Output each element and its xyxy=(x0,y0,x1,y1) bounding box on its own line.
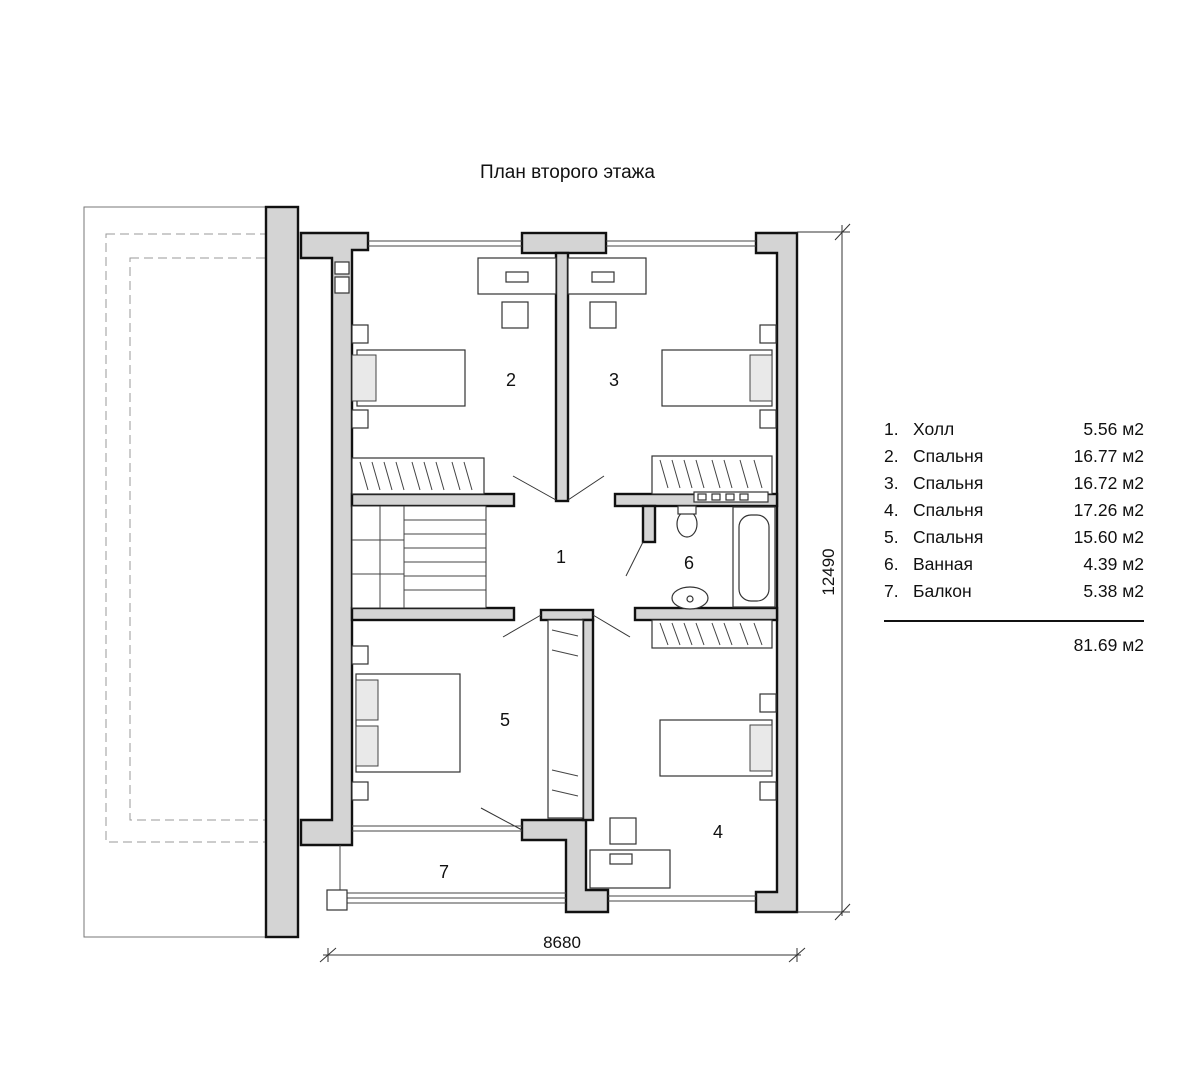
partition-bath-bottom xyxy=(633,606,779,622)
ventilation-shaft-2 xyxy=(334,276,350,294)
door-swings xyxy=(480,475,644,831)
exterior-wall-right xyxy=(754,231,799,914)
room-label-6: 6 xyxy=(684,553,694,573)
balcony xyxy=(326,845,566,911)
wardrobe-room-2 xyxy=(351,457,485,495)
room-label-7: 7 xyxy=(439,862,449,882)
partition-stair-top xyxy=(350,492,516,508)
room-label-3: 3 xyxy=(609,370,619,390)
schedule-row: 7. Балкон 5.38 м2 xyxy=(884,581,1144,601)
schedule-row: 2. Спальня 16.77 м2 xyxy=(884,446,1144,466)
room-label-1: 1 xyxy=(556,547,566,567)
schedule-row: 5. Спальня 15.60 м2 xyxy=(884,527,1144,547)
schedule-total-rule xyxy=(884,620,1144,622)
partition-bath-left xyxy=(641,504,657,544)
dimension-width-label: 8680 xyxy=(543,933,581,952)
staircase xyxy=(351,505,487,609)
toilet xyxy=(676,510,698,538)
roof-dashed-inner xyxy=(129,257,271,821)
partition-5-4 xyxy=(581,618,595,822)
roof-dashed-outline xyxy=(105,233,271,843)
dimension-height-label: 12490 xyxy=(819,548,838,595)
gable-wall-left xyxy=(264,205,300,939)
exterior-wall-top-middle xyxy=(520,231,608,255)
desk-room-4 xyxy=(589,817,671,889)
lower-roof-outline xyxy=(83,206,271,938)
bed-room-4 xyxy=(659,693,777,801)
bed-room-3 xyxy=(661,324,777,429)
room-label-2: 2 xyxy=(506,370,516,390)
schedule-row: 6. Ванная 4.39 м2 xyxy=(884,554,1144,574)
room-label-4: 4 xyxy=(713,822,723,842)
schedule-row: 4. Спальня 17.26 м2 xyxy=(884,500,1144,520)
bed-room-5 xyxy=(351,645,461,801)
schedule-row: 3. Спальня 16.72 м2 xyxy=(884,473,1144,493)
schedule-row: 1. Холл 5.56 м2 xyxy=(884,419,1144,439)
wardrobe-room-3 xyxy=(651,455,773,495)
exterior-wall-left xyxy=(299,231,370,847)
wardrobe-room-5 xyxy=(547,619,584,819)
exterior-wall-bottom-middle xyxy=(520,818,610,914)
ventilation-shaft xyxy=(334,261,350,275)
dimension-width: 8680 xyxy=(319,933,806,963)
desk-room-3 xyxy=(567,257,647,329)
partition-2-3 xyxy=(554,251,570,503)
dimension-height: 12490 xyxy=(797,223,851,921)
partition-hall-5 xyxy=(539,608,595,622)
plan-title: План второго этажа xyxy=(480,162,655,183)
room-label-5: 5 xyxy=(500,710,510,730)
bathroom-fixtures xyxy=(671,491,776,610)
desk-room-2 xyxy=(477,257,557,329)
partition-stair-bottom xyxy=(350,606,516,622)
room-schedule: 1. Холл 5.56 м2 2. Спальня 16.77 м2 3. С… xyxy=(884,419,1144,655)
wardrobe-room-4 xyxy=(651,619,773,649)
total-area: 81.69 м2 xyxy=(1073,635,1144,655)
bed-room-2 xyxy=(351,324,466,429)
